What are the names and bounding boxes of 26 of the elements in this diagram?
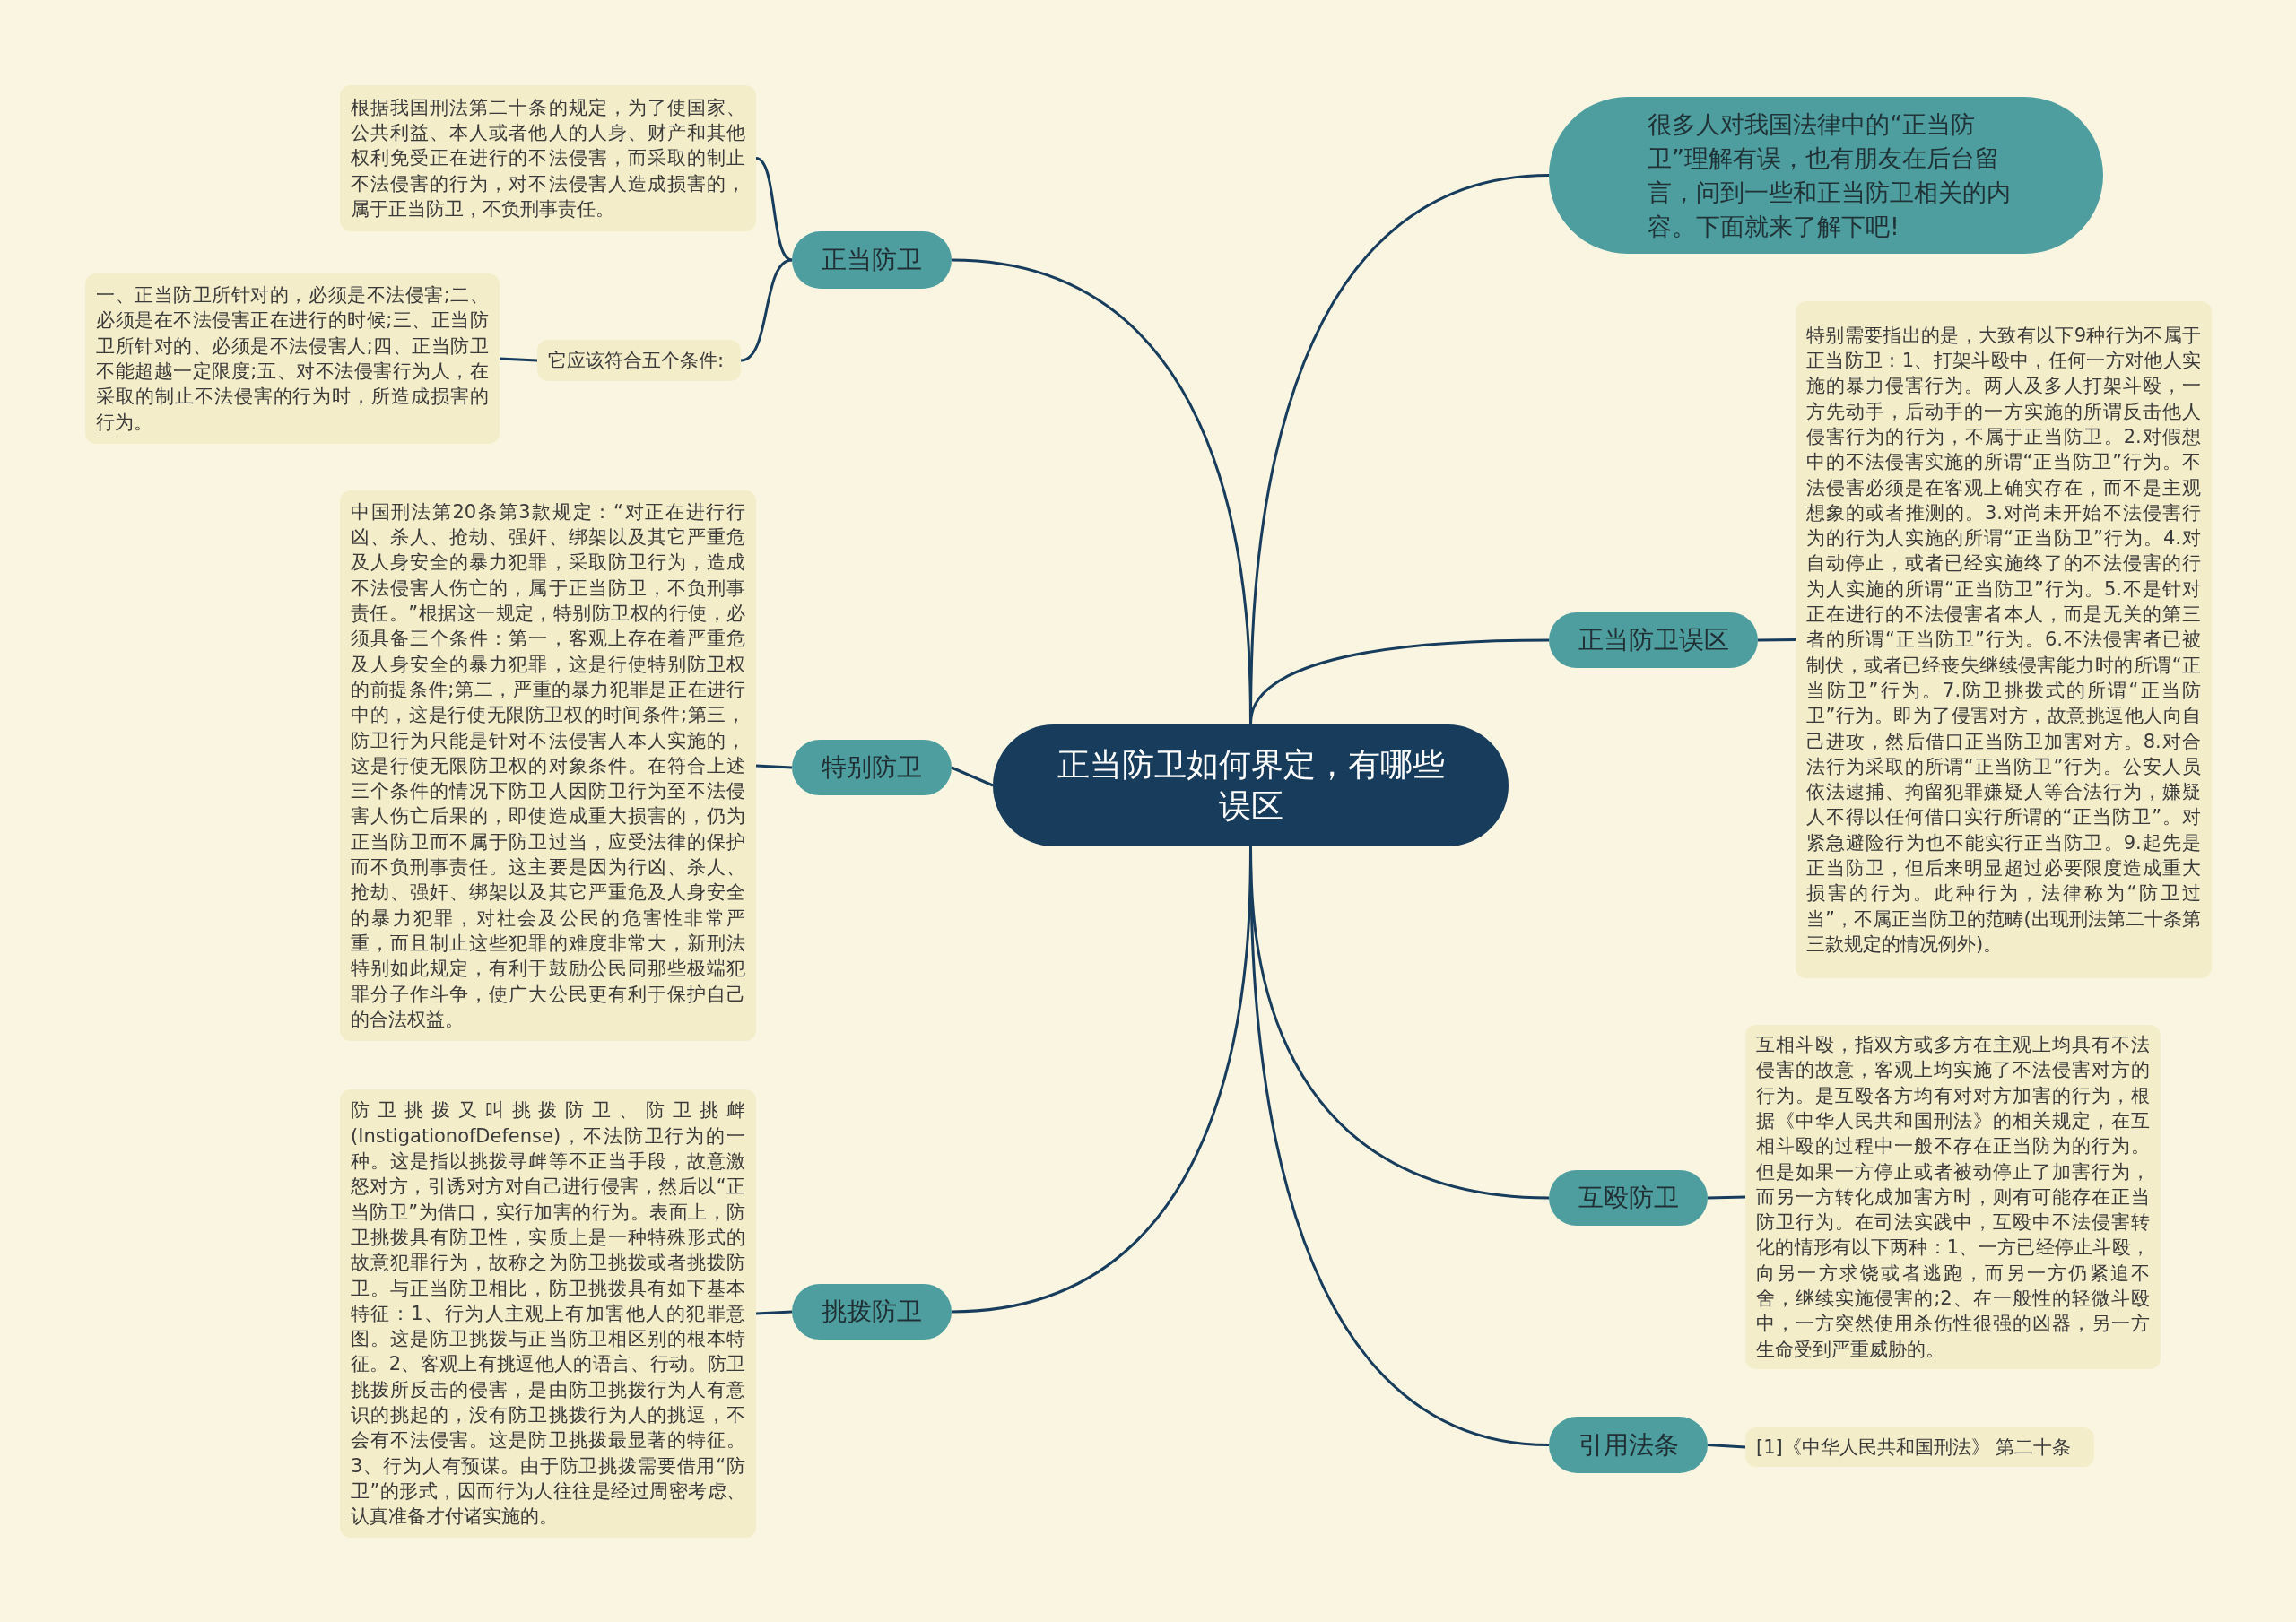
connector-line xyxy=(755,157,793,262)
text-note-box: 它应该符合五个条件: xyxy=(537,340,741,381)
text-note-box: [1]《中华人民共和国刑法》 第二十条 xyxy=(1745,1427,2094,1467)
connector-line xyxy=(1758,638,1796,642)
intro-bubble: 很多人对我国法律中的“正当防卫”理解有误，也有朋友在后台留言，问到一些和正当防卫相关的内容。下面就来了解下吧! xyxy=(1549,97,2103,254)
text-note-box: 特别需要指出的是，大致有以下9种行为不属于正当防卫：1、打架斗殴中，任何一方对他人实施的暴力侵害行为。两人及多人打架斗殴，一方先动手，后动手的一方实施的所谓反击他人侵害行为的行为，不属于正当防卫。2.对假想中的不法侵害实施的所谓“正当防卫”行为。不法侵害必须是在客观上确实存在，而不是主观想象的或者推测的。3.对尚未开始不法侵害行为的行为人实施的所谓“正当防卫”行为。4.对自动停止，或者已经实施终了的不法侵害的行为人实施的所谓“正当防卫”行为。5.不是针对正在进行的不法侵害者本人，而是无关的第三者的所谓“正当防卫”行为。6.不法侵害者已被制伏，或者已经丧失继续侵害能力时的所谓“正当防卫”行为。7.防卫挑拨式的所谓“正当防卫”行为。即为了侵害对方，故意挑逗他人向自己进攻，然后借口正当防卫加害对方。8.对合法行为采取的所谓“正当防卫”行为。公安人员依法逮捕、拘留犯罪嫌疑人等合法行为，嫌疑人不得以任何借口实行所谓的“正当防卫”。对紧急避险行为也不能实行正当防卫。9.起先是正当防卫，但后来明显超过必要限度造成重大损害的行为。此种行为，法律称为“防卫过当”，不属正当防卫的范畴(出现刑法第二十条第三款规定的情况例外)。 xyxy=(1796,301,2212,978)
branch-topic-pill: 特别防卫 xyxy=(792,740,952,795)
connector-line xyxy=(499,357,538,362)
text-note-box: 防卫挑拨又叫挑拨防卫、防卫挑衅(InstigationofDefense)，不法防卫行为的一种。这是指以挑拨寻衅等不正当手段，故意激怒对方，引诱对方对自己进行侵害，然后以“正当防卫”为借口，实行加害的行为。表面上，防卫挑拨具有防卫性，实质上是一种特殊形式的故意犯罪行为，故称之为防卫挑拨或者挑拨防卫。与正当防卫相比，防卫挑拨具有如下基本特征：1、行为人主观上有加害他人的犯罪意图。这是防卫挑拨与正当防卫相区别的根本特征。2、客观上有挑逗他人的语言、行动。防卫挑拨所反击的侵害，是由防卫挑拨行为人有意识的挑起的，没有防卫挑拨行为人的挑逗，不会有不法侵害。这是防卫挑拨最显著的特征。3、行为人有预谋。由于防卫挑拨需要借用“防卫”的形式，因而行为人往往是经过周密考虑、认真准备才付诸实施的。 xyxy=(340,1089,756,1538)
branch-topic-pill: 正当防卫 xyxy=(792,231,952,289)
text-note-box: 根据我国刑法第二十条的规定，为了使国家、公共利益、本人或者他人的人身、财产和其他权利免受正在进行的不法侵害，而采取的制止不法侵害的行为，对不法侵害人造成损害的，属于正当防卫，不负刑事责任。 xyxy=(340,85,756,231)
connector-line xyxy=(755,764,793,769)
text-note-box: 一、正当防卫所针对的，必须是不法侵害;二、必须是在不法侵害正在进行的时候;三、正当防卫所针对的、必须是不法侵害人;四、正当防卫不能超越一定限度;五、对不法侵害行为人，在采取的制止不法侵害的行为时，所造成损害的行为。 xyxy=(85,273,500,444)
connector-line xyxy=(740,258,793,362)
connector-line xyxy=(1249,638,1550,725)
central-topic-bubble: 正当防卫如何界定，有哪些误区 xyxy=(993,724,1509,846)
connector-line xyxy=(1707,1195,1746,1200)
connector-line xyxy=(1707,1444,1746,1449)
branch-topic-pill: 引用法条 xyxy=(1549,1417,1708,1473)
text-note-box: 中国刑法第20条第3款规定：“对正在进行行凶、杀人、抢劫、强奸、绑架以及其它严重危及人身安全的暴力犯罪，采取防卫行为，造成不法侵害人伤亡的，属于正当防卫，不负刑事责任。”根据这一规定，特别防卫权的行使，必须具备三个条件：第一，客观上存在着严重危及人身安全的暴力犯罪，这是行使特别防卫权的前提条件;第二，严重的暴力犯罪是正在进行中的，这是行使无限防卫权的时间条件;第三，防卫行为只能是针对不法侵害人本人实施的，这是行使无限防卫权的对象条件。在符合上述三个条件的情况下防卫人因防卫行为至不法侵害人伤亡后果的，即使造成重大损害的，仍为正当防卫而不属于防卫过当，应受法律的保护而不负刑事责任。这主要是因为行凶、杀人、抢劫、强奸、绑架以及其它严重危及人身安全的暴力犯罪，对社会及公民的危害性非常严重，而且制止这些犯罪的难度非常大，新刑法特别如此规定，有利于鼓励公民同那些极端犯罪分子作斗争，使广大公民更有利于保护自己的合法权益。 xyxy=(340,490,756,1041)
connector-line xyxy=(951,766,994,787)
connector-line xyxy=(755,1310,793,1315)
branch-topic-pill: 挑拨防卫 xyxy=(792,1284,952,1340)
branch-topic-pill: 正当防卫误区 xyxy=(1549,612,1758,668)
branch-topic-pill: 互殴防卫 xyxy=(1549,1170,1708,1226)
text-note-box: 互相斗殴，指双方或多方在主观上均具有不法侵害的故意，客观上均实施了不法侵害对方的行为。是互殴各方均有对对方加害的行为，根据《中华人民共和国刑法》的相关规定，在互相斗殴的过程中一般不存在正当防为的行为。但是如果一方停止或者被动停止了加害行为，而另一方转化成加害方时，则有可能存在正当防卫行为。在司法实践中，互殴中不法侵害转化的情形有以下两种：1、一方已经停止斗殴，向另一方求饶或者逃跑，而另一方仍紧追不舍，继续实施侵害的;2、在一般性的轻微斗殴中，一方突然使用杀伤性很强的凶器，另一方生命受到严重威胁的。 xyxy=(1745,1025,2161,1369)
